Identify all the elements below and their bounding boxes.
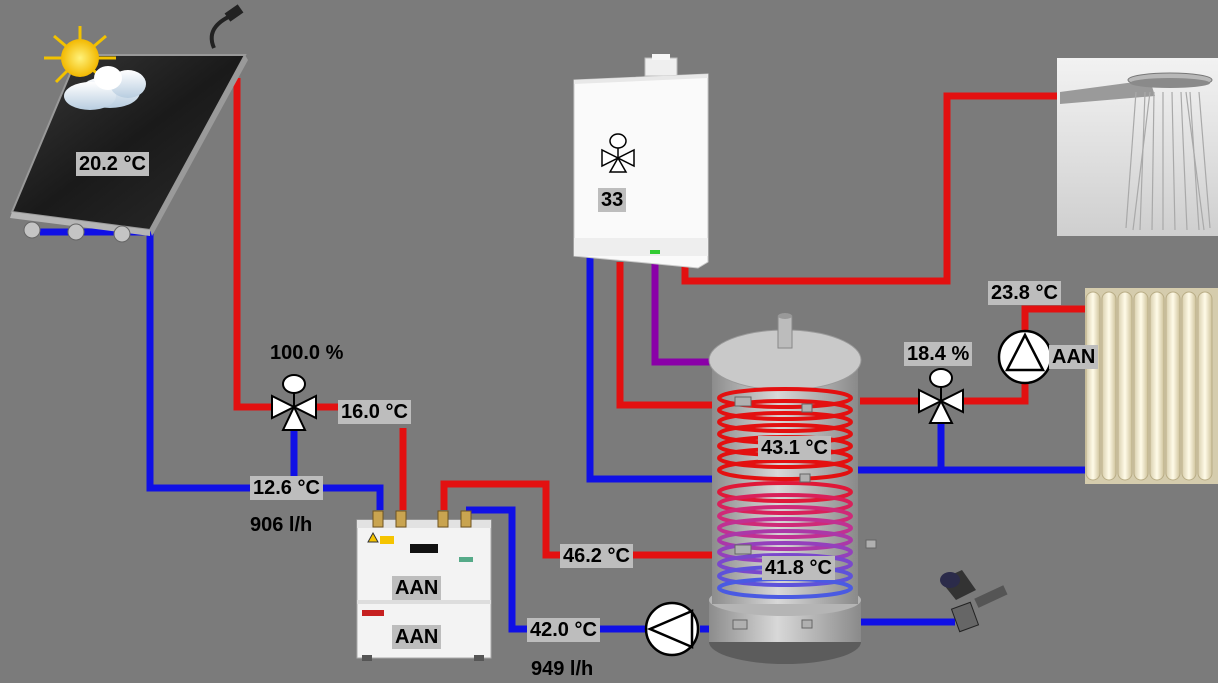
storage-tank-icon [708, 313, 877, 664]
pipe-shower [681, 92, 1060, 285]
radiator-icon [1085, 288, 1218, 484]
hp-return-temp-label: 42.0 °C [527, 618, 600, 642]
return-temp-label: 12.6 °C [250, 476, 323, 500]
sun-cloud-icon [44, 26, 146, 110]
pipe-valve-to-pump [955, 380, 1029, 405]
valve-position-label: 100.0 % [270, 342, 344, 364]
pipe-solar-cold [40, 228, 384, 510]
pump-icon[interactable] [644, 601, 700, 657]
mixing-valve-icon[interactable] [918, 368, 964, 424]
solar-flow-label: 906 l/h [250, 514, 313, 536]
pipe-boiler-cold [586, 255, 722, 483]
tank-bottom-temp-label: 41.8 °C [762, 556, 835, 580]
heating-pump-status-label: AAN [1049, 345, 1099, 369]
mixing-valve-position-label: 18.4 % [904, 342, 973, 366]
tank-top-temp-label: 43.1 °C [758, 436, 831, 460]
heat-pump-status-1: AAN [392, 576, 442, 600]
hp-flow-label: 949 l/h [531, 658, 594, 680]
pipe-hp-return [466, 506, 645, 633]
three-way-valve-icon[interactable] [271, 374, 317, 431]
boiler-valve-icon [601, 133, 635, 173]
cable-icon [209, 4, 244, 49]
heat-pump-status-2: AAN [392, 625, 442, 649]
pipe-solar-hot [233, 78, 278, 411]
collector-temp-label: 20.2 °C [76, 152, 149, 176]
valve-temp-label: 16.0 °C [338, 400, 411, 424]
heating-pump-icon[interactable] [997, 329, 1053, 385]
shower-icon [1057, 58, 1218, 236]
heating-temp-label: 23.8 °C [988, 281, 1061, 305]
boiler-icon [573, 54, 709, 269]
boiler-value-label: 33 [598, 188, 627, 212]
pipe-pump-to-radiator [1021, 305, 1085, 335]
sensor-icon [940, 570, 1008, 633]
pipe-boiler-hot [616, 262, 730, 409]
hp-supply-temp-label: 46.2 °C [560, 544, 633, 568]
